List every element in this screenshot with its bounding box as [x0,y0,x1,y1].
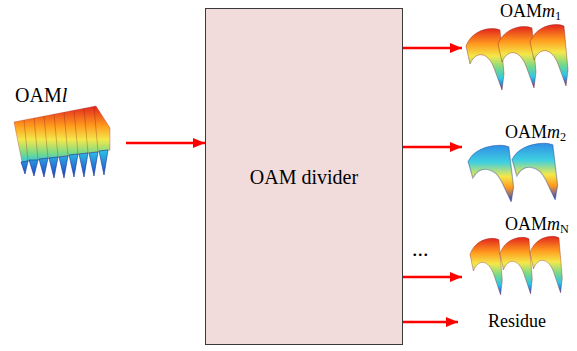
output-beam-figure-1 [466,25,568,90]
signal-arrow [403,146,462,149]
text-part: OAM [505,214,547,234]
beam-label: OAMl [15,84,126,106]
text-part: 2 [560,130,566,144]
ribbon-lines [24,107,98,162]
text-part: m [547,214,560,234]
text-part: m [547,122,560,142]
phase-spikes [21,150,108,178]
ribbon [470,238,502,295]
beam-label: OAMm2 [505,123,568,143]
signal-arrow [126,142,205,145]
ribbon [512,143,558,200]
input-beam-figure [14,106,110,178]
beam-label: OAMm1 [500,2,577,22]
signal-arrow [403,321,458,324]
ellipsis-label: ... [412,236,429,262]
text-part: OAM [505,122,547,142]
divider-box: OAM divider [205,8,403,345]
ribbon [530,236,562,293]
box-title: OAM divider [250,166,358,188]
beam-label: OAMmN [505,215,568,235]
text-part: OAM [15,84,62,106]
signal-arrow [403,276,462,279]
beam-label: Residue [488,312,574,332]
ribbon [466,29,504,90]
output-beam: OAMmN [462,215,568,299]
text-part: 1 [555,9,561,23]
output-beam: OAMm1 [462,2,577,90]
output-beam: OAMm2 [462,123,568,205]
text-part: N [560,222,569,236]
text-part: l [62,84,68,106]
ribbon [530,25,568,86]
output-beam-figure-2 [468,143,558,202]
input-beam: OAMl [10,84,126,182]
text-part: OAM [500,1,542,21]
ribbon [500,237,532,294]
signal-arrow [403,47,462,50]
text-part: m [542,1,555,21]
residue-output: Residue [458,312,574,336]
ribbon [498,27,536,88]
ribbon [468,145,514,202]
output-beam-figure-n [470,236,562,295]
